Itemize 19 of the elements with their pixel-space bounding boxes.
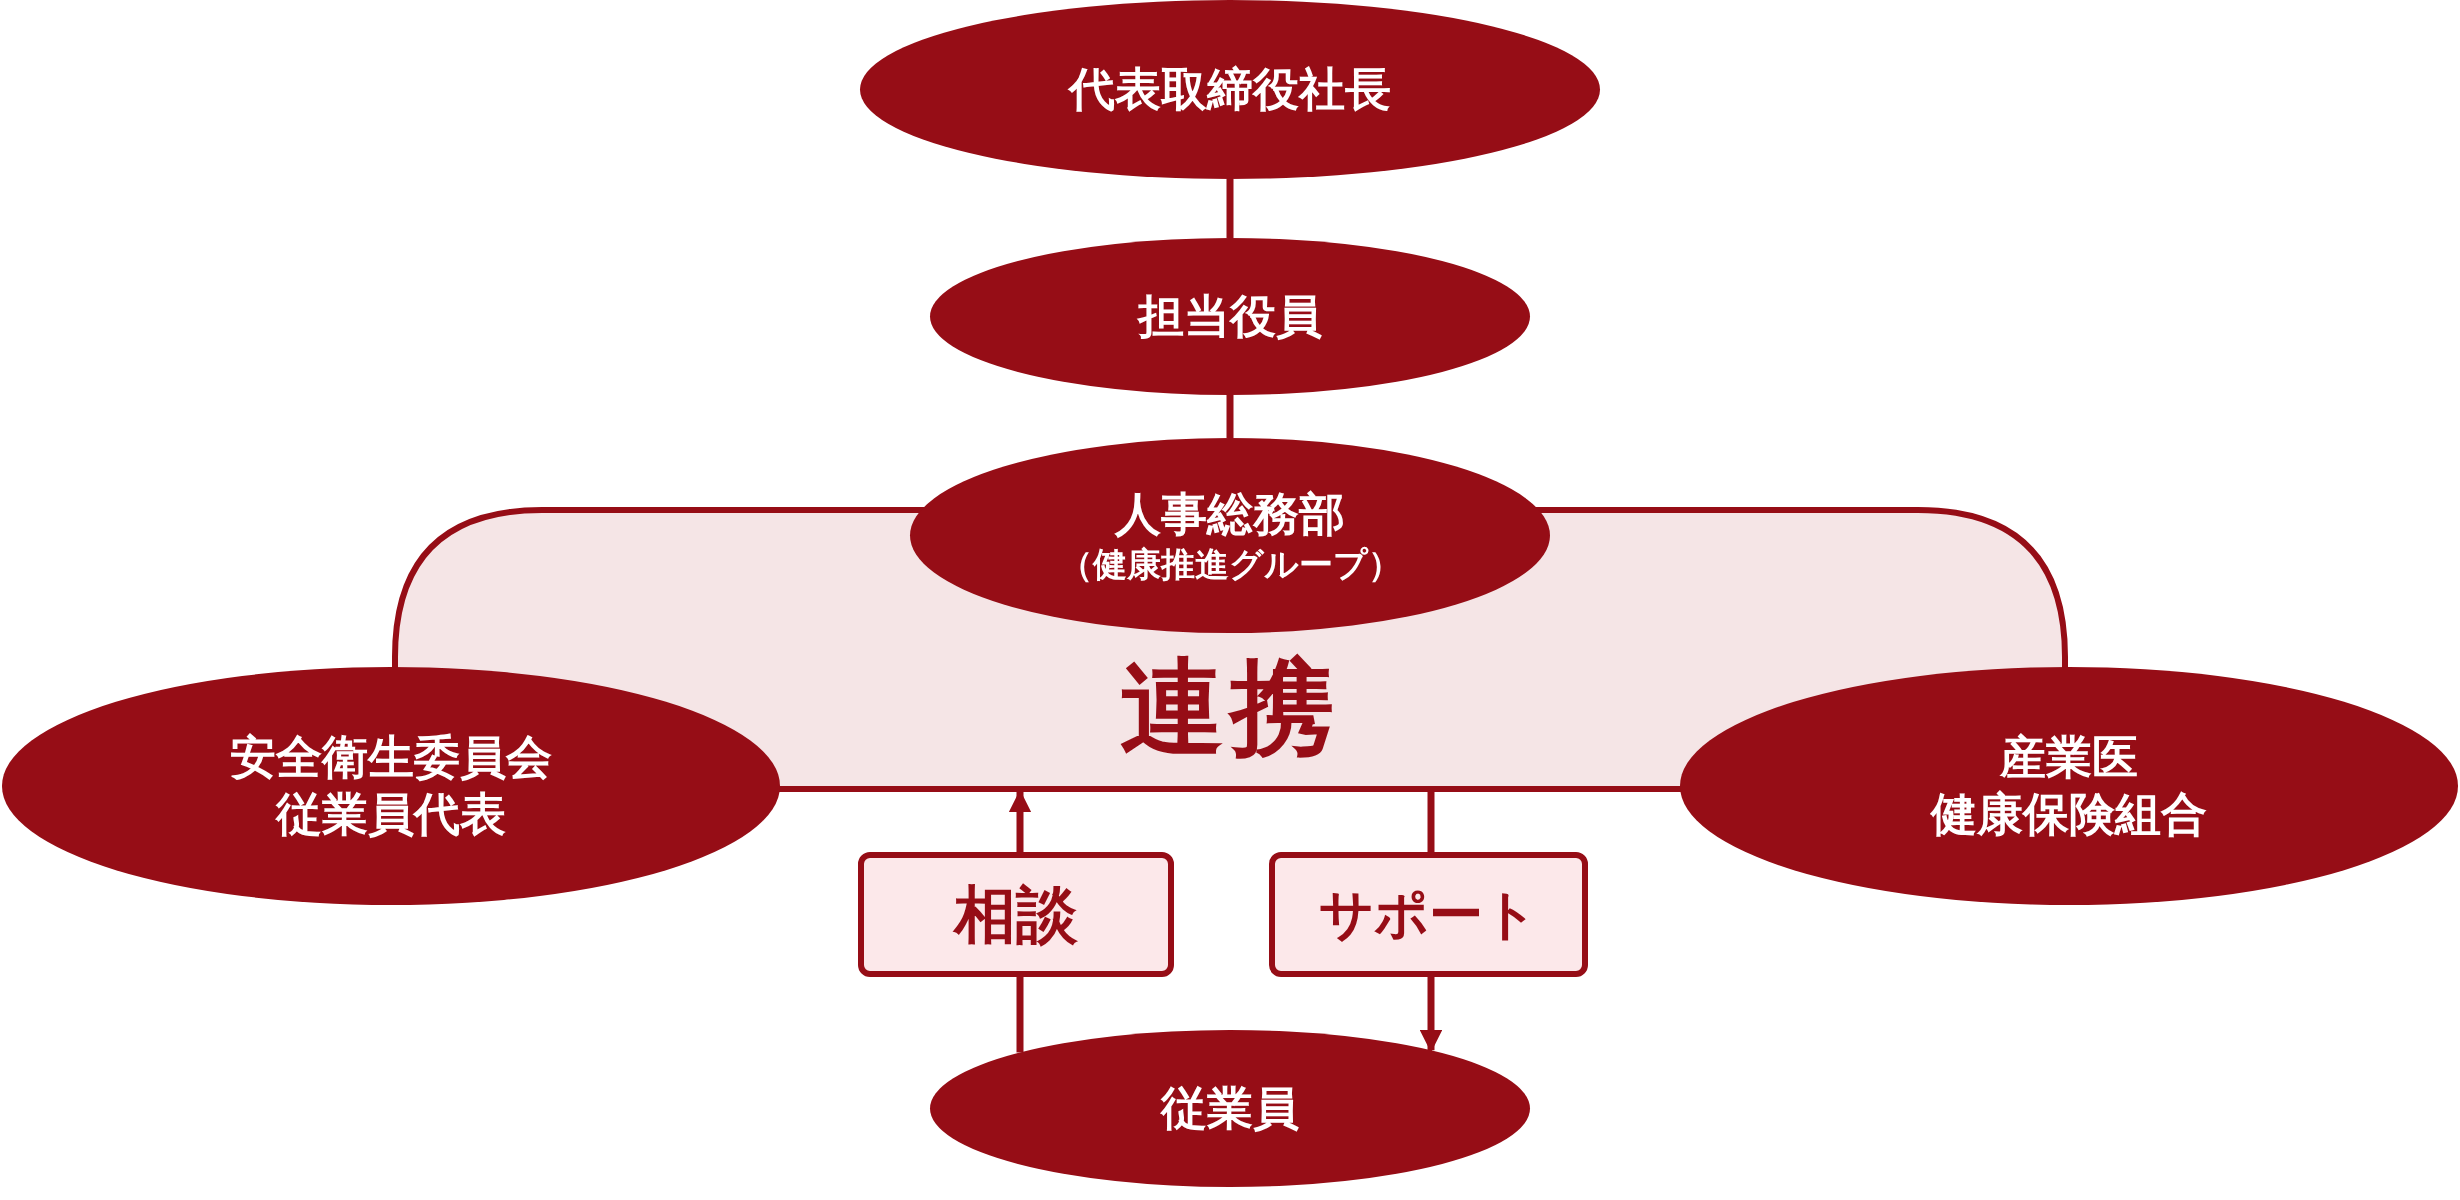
node-title: 安全衛生委員会: [230, 728, 552, 786]
node-title: 担当役員: [1138, 287, 1322, 345]
band-label: 連携: [1120, 645, 1340, 770]
label-box: [1269, 852, 1588, 977]
label-box: [858, 852, 1174, 977]
connector-line: [1226, 395, 1234, 438]
node-subtitle: （健康推進グループ）: [1058, 543, 1402, 586]
node-title: 代表取締役社長: [1069, 60, 1391, 118]
node-title: 従業員: [1161, 1079, 1299, 1137]
node-subtitle: 健康保険組合: [1931, 786, 2207, 843]
node-title: 人事総務部: [1115, 485, 1345, 543]
arrow: [1419, 977, 1443, 1053]
node-title: 産業医: [2000, 728, 2138, 786]
connector-line: [1016, 977, 1024, 1053]
box-label: サポート: [1319, 881, 1538, 948]
arrow: [1008, 789, 1032, 852]
node-subtitle: 従業員代表: [276, 786, 506, 843]
box-label: 相談: [954, 876, 1078, 953]
connector-line: [1226, 179, 1234, 238]
